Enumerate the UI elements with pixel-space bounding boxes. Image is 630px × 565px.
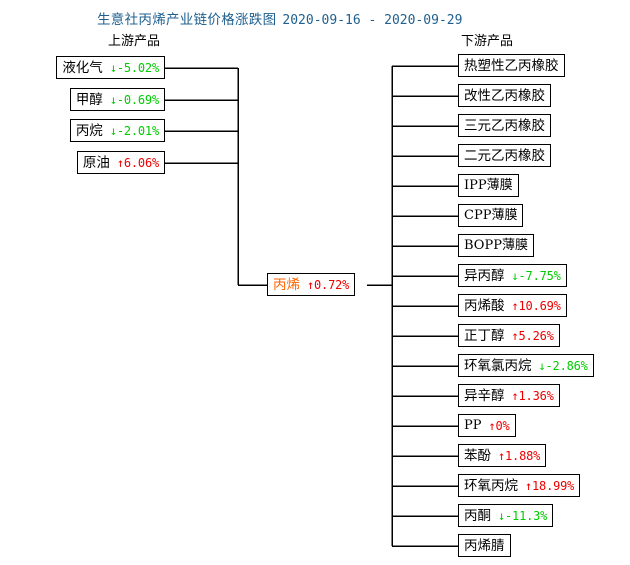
downstream-node-2[interactable]: 三元乙丙橡胶 [458, 114, 551, 137]
upstream-node-1[interactable]: 甲醇 ↓-0.69% [69, 88, 165, 111]
node-change-value: ↑0.72% [307, 277, 350, 292]
node-change-value: ↓-5.02% [109, 60, 159, 75]
node-change-value: ↓-0.69% [109, 92, 159, 107]
upstream-node-3[interactable]: 原油 ↑6.06% [76, 151, 165, 174]
downstream-node-14[interactable]: 环氧丙烷 ↑18.99% [458, 474, 581, 497]
node-label: 改性乙丙橡胶 [464, 87, 545, 104]
upstream-node-2[interactable]: 丙烷 ↓-2.01% [69, 119, 165, 142]
downstream-node-4[interactable]: IPP薄膜 [458, 174, 519, 197]
node-label: 苯酚 [464, 447, 491, 464]
title-date-range: 2020-09-16 - 2020-09-29 [282, 13, 463, 28]
downstream-node-13[interactable]: 苯酚 ↑1.88% [458, 444, 547, 467]
downstream-node-16[interactable]: 丙烯腈 [458, 534, 511, 557]
downstream-node-1[interactable]: 改性乙丙橡胶 [458, 84, 551, 107]
downstream-node-8[interactable]: 丙烯酸 ↑10.69% [458, 294, 567, 317]
downstream-node-11[interactable]: 异辛醇 ↑1.36% [458, 384, 560, 407]
downstream-node-12[interactable]: PP ↑0% [458, 414, 516, 437]
node-change-value: ↓-11.3% [498, 508, 548, 523]
node-label: 原油 [82, 154, 110, 171]
node-label: 三元乙丙橡胶 [464, 117, 545, 134]
node-change-value: ↑10.69% [511, 298, 561, 313]
node-label: 丙烷 [75, 122, 103, 139]
downstream-node-5[interactable]: CPP薄膜 [458, 204, 524, 227]
node-label: 丙酮 [464, 507, 491, 524]
node-label: 正丁醇 [464, 327, 505, 344]
node-label: CPP薄膜 [464, 207, 518, 223]
page-title: 生意社丙烯产业链价格涨跌图 2020-09-16 - 2020-09-29 [97, 8, 462, 28]
node-label: 环氧丙烷 [464, 477, 518, 494]
center-node-propylene[interactable]: 丙烯 ↑0.72% [267, 273, 356, 296]
downstream-node-6[interactable]: BOPP薄膜 [458, 234, 534, 257]
downstream-node-10[interactable]: 环氧氯丙烷 ↓-2.86% [458, 354, 594, 377]
node-change-value: ↑1.88% [498, 448, 541, 463]
node-label: 异丙醇 [464, 267, 505, 284]
node-change-value: ↑6.06% [116, 155, 159, 170]
node-label: BOPP薄膜 [464, 237, 528, 253]
node-change-value: ↑5.26% [511, 328, 554, 343]
downstream-node-3[interactable]: 二元乙丙橡胶 [458, 144, 551, 167]
node-label: 丙烯酸 [464, 297, 505, 314]
node-label: PP [464, 417, 482, 433]
node-change-value: ↑18.99% [525, 478, 575, 493]
node-label: 二元乙丙橡胶 [464, 147, 545, 164]
node-change-value: ↑0% [488, 418, 510, 433]
node-label: 异辛醇 [464, 387, 505, 404]
node-label: 甲醇 [75, 91, 103, 108]
node-label: 液化气 [62, 59, 103, 76]
upstream-node-0[interactable]: 液化气 ↓-5.02% [56, 56, 165, 79]
downstream-node-9[interactable]: 正丁醇 ↑5.26% [458, 324, 560, 347]
node-change-value: ↓-7.75% [511, 268, 561, 283]
node-label: 环氧氯丙烷 [464, 357, 532, 374]
downstream-node-15[interactable]: 丙酮 ↓-11.3% [458, 504, 554, 527]
downstream-column-header: 下游产品 [461, 34, 514, 49]
node-change-value: ↓-2.86% [538, 358, 588, 373]
node-label: 丙烯 [273, 276, 300, 293]
title-main-text: 生意社丙烯产业链价格涨跌图 [97, 12, 277, 28]
downstream-node-7[interactable]: 异丙醇 ↓-7.75% [458, 264, 567, 287]
node-label: IPP薄膜 [464, 177, 513, 193]
node-label: 热塑性乙丙橡胶 [464, 57, 559, 74]
node-change-value: ↑1.36% [511, 388, 554, 403]
downstream-node-0[interactable]: 热塑性乙丙橡胶 [458, 54, 565, 77]
upstream-column-header: 上游产品 [108, 34, 161, 49]
node-change-value: ↓-2.01% [109, 123, 159, 138]
node-label: 丙烯腈 [464, 537, 505, 554]
